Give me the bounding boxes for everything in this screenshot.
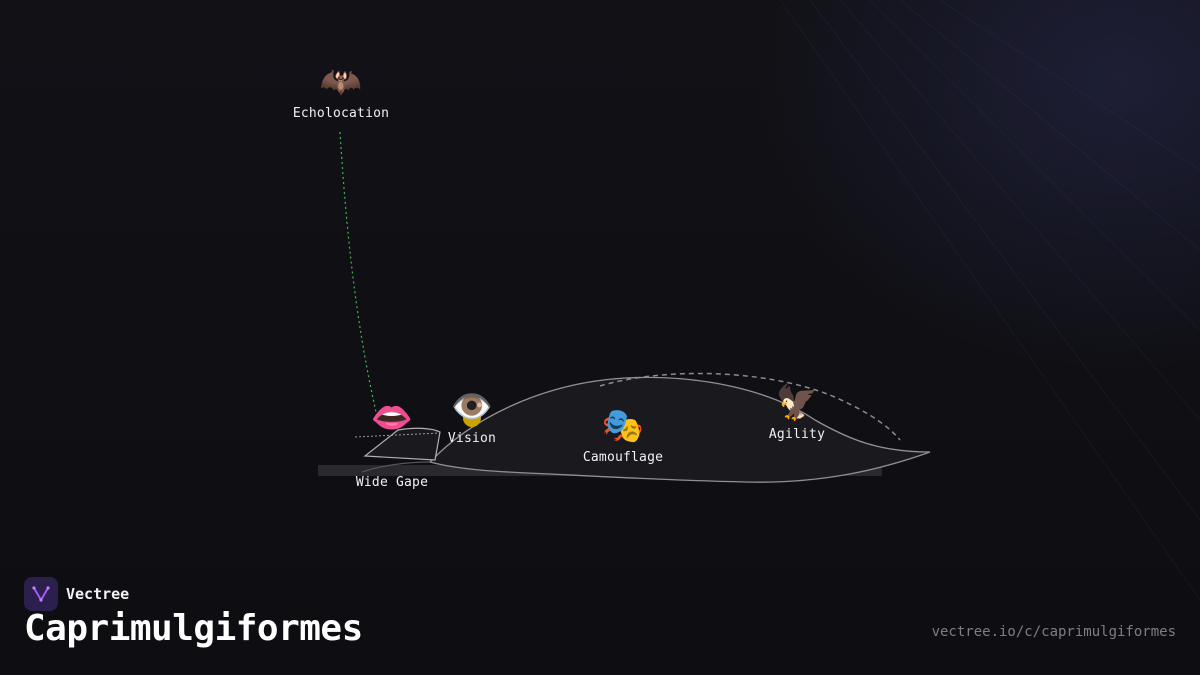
node-wide-gape[interactable]: 👄 Wide Gape	[356, 398, 428, 490]
node-label: Camouflage	[582, 450, 664, 465]
masks-icon: 🎭	[601, 406, 645, 446]
node-label: Vision	[447, 431, 497, 446]
eye-icon: 👁️	[450, 387, 494, 427]
page-title: Caprimulgiformes	[24, 608, 363, 649]
brand-name: Vectree	[66, 585, 130, 603]
node-label: Wide Gape	[355, 475, 429, 490]
vectree-logo-icon	[24, 577, 58, 611]
page-url[interactable]: vectree.io/c/caprimulgiformes	[931, 624, 1176, 640]
node-camouflage[interactable]: 🎭 Camouflage	[583, 406, 663, 465]
node-label: Echolocation	[292, 106, 390, 121]
brand[interactable]: Vectree	[24, 577, 129, 611]
node-vision[interactable]: 👁️ Vision	[448, 387, 496, 446]
bird-beak-underside	[361, 461, 431, 473]
bird-body	[428, 376, 931, 483]
mouth-icon: 👄	[370, 398, 414, 438]
eagle-icon: 🦅	[775, 383, 819, 423]
bat-icon: 🦇	[319, 62, 363, 102]
node-echolocation[interactable]: 🦇 Echolocation	[293, 62, 389, 121]
node-agility[interactable]: 🦅 Agility	[769, 383, 825, 442]
echolocation-connector	[339, 131, 377, 413]
node-label: Agility	[768, 427, 826, 442]
bird-eye	[463, 409, 481, 427]
bird-beak	[363, 427, 441, 461]
